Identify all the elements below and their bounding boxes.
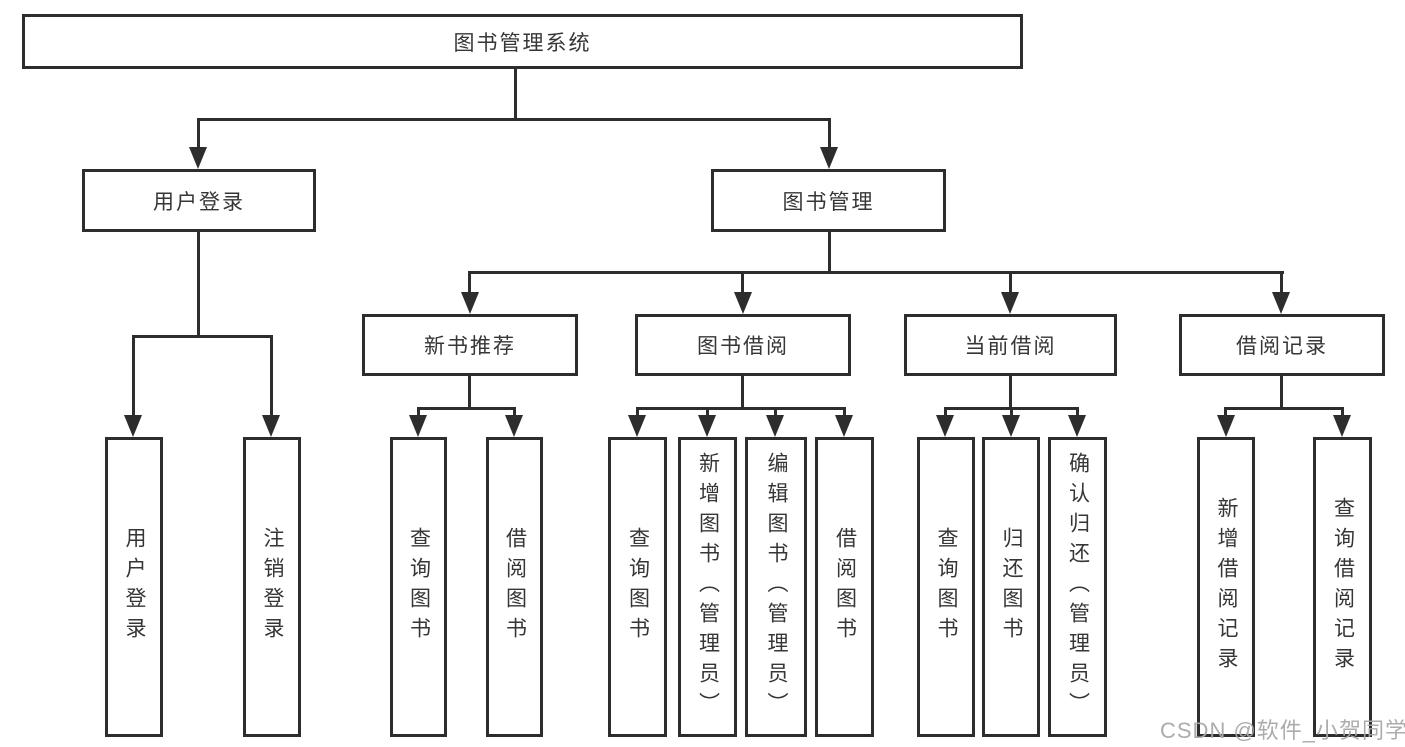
connector-drop-cu0 bbox=[944, 407, 947, 417]
node-book-management: 图书管理 bbox=[711, 169, 946, 232]
connector-level2-rail bbox=[197, 118, 831, 121]
arrowhead-cu0 bbox=[936, 415, 954, 437]
arrowhead-nb0 bbox=[409, 415, 427, 437]
arrowhead-bw3 bbox=[835, 415, 853, 437]
connector-drop-bw3 bbox=[843, 407, 846, 417]
connector-root-stem bbox=[514, 69, 517, 118]
leaf-return-books: 归还图书 bbox=[982, 437, 1040, 737]
leaf-borrow-books: 借阅图书 bbox=[815, 437, 874, 737]
arrowhead-current bbox=[1001, 292, 1019, 314]
connector-borrow-stem bbox=[741, 376, 744, 407]
connector-records-stem bbox=[1280, 376, 1283, 407]
arrowhead-bw2 bbox=[766, 415, 784, 437]
connector-drop-bw0 bbox=[636, 407, 639, 417]
connector-drop-rc1 bbox=[1341, 407, 1344, 417]
connector-drop-leaf-login bbox=[132, 335, 135, 415]
connector-drop-cu1 bbox=[1010, 407, 1013, 417]
node-new-book-recommend: 新书推荐 bbox=[362, 314, 578, 376]
connector-user-login-stem bbox=[197, 232, 200, 335]
leaf-query-books: 查询图书 bbox=[608, 437, 667, 737]
connector-new-books-stem bbox=[468, 376, 471, 407]
leaf-query-books-recommend: 查询图书 bbox=[390, 437, 447, 737]
arrowhead-leaf-logout bbox=[262, 415, 280, 437]
connector-drop-user-login bbox=[197, 118, 200, 148]
arrowhead-leaf-login bbox=[124, 415, 142, 437]
leaf-logout: 注销登录 bbox=[243, 437, 301, 737]
connector-drop-new-books bbox=[468, 271, 471, 292]
leaf-query-borrow-record: 查询借阅记录 bbox=[1313, 437, 1372, 737]
arrowhead-bw1 bbox=[698, 415, 716, 437]
connector-drop-bw2 bbox=[774, 407, 777, 417]
arrowhead-cu1 bbox=[1002, 415, 1020, 437]
connector-drop-nb0 bbox=[417, 407, 420, 417]
csdn-watermark: CSDN @软件_小贺同学 bbox=[1160, 718, 1405, 743]
arrowhead-cu2 bbox=[1068, 415, 1086, 437]
connector-drop-leaf-logout bbox=[270, 335, 273, 415]
leaf-query-books-current: 查询图书 bbox=[917, 437, 975, 737]
node-root-system: 图书管理系统 bbox=[22, 14, 1023, 69]
arrowhead-user-login bbox=[189, 147, 207, 169]
arrowhead-new-books bbox=[461, 292, 479, 314]
arrowhead-borrow bbox=[734, 292, 752, 314]
node-borrow-records: 借阅记录 bbox=[1179, 314, 1385, 376]
connector-new-books-rail bbox=[417, 407, 516, 410]
leaf-borrow-books-recommend: 借阅图书 bbox=[486, 437, 543, 737]
arrowhead-records bbox=[1272, 292, 1290, 314]
node-book-borrowing: 图书借阅 bbox=[635, 314, 851, 376]
connector-drop-cu2 bbox=[1076, 407, 1079, 417]
connector-level3-rail bbox=[468, 271, 1284, 274]
leaf-add-books-admin: 新增图书（管理员） bbox=[678, 437, 737, 737]
connector-drop-records bbox=[1280, 271, 1283, 292]
connector-book-mgmt-stem bbox=[828, 232, 831, 271]
leaf-user-login: 用户登录 bbox=[105, 437, 163, 737]
connector-drop-bw1 bbox=[706, 407, 709, 417]
arrowhead-rc1 bbox=[1333, 415, 1351, 437]
arrowhead-rc0 bbox=[1217, 415, 1235, 437]
arrowhead-book-mgmt bbox=[820, 147, 838, 169]
connector-drop-borrow bbox=[741, 271, 744, 292]
connector-user-login-rail bbox=[132, 335, 273, 338]
connector-borrow-rail bbox=[636, 407, 846, 410]
node-user-login: 用户登录 bbox=[82, 169, 316, 232]
node-current-borrowing: 当前借阅 bbox=[904, 314, 1117, 376]
leaf-confirm-return-admin: 确认归还（管理员） bbox=[1048, 437, 1107, 737]
leaf-add-borrow-record: 新增借阅记录 bbox=[1197, 437, 1255, 737]
connector-drop-book-mgmt bbox=[828, 118, 831, 148]
arrowhead-bw0 bbox=[628, 415, 646, 437]
connector-drop-nb1 bbox=[513, 407, 516, 417]
connector-drop-current bbox=[1009, 271, 1012, 292]
leaf-edit-books-admin: 编辑图书（管理员） bbox=[745, 437, 807, 737]
connector-drop-rc0 bbox=[1224, 407, 1227, 417]
connector-records-rail bbox=[1224, 407, 1344, 410]
arrowhead-nb1 bbox=[505, 415, 523, 437]
connector-current-stem bbox=[1009, 376, 1012, 407]
